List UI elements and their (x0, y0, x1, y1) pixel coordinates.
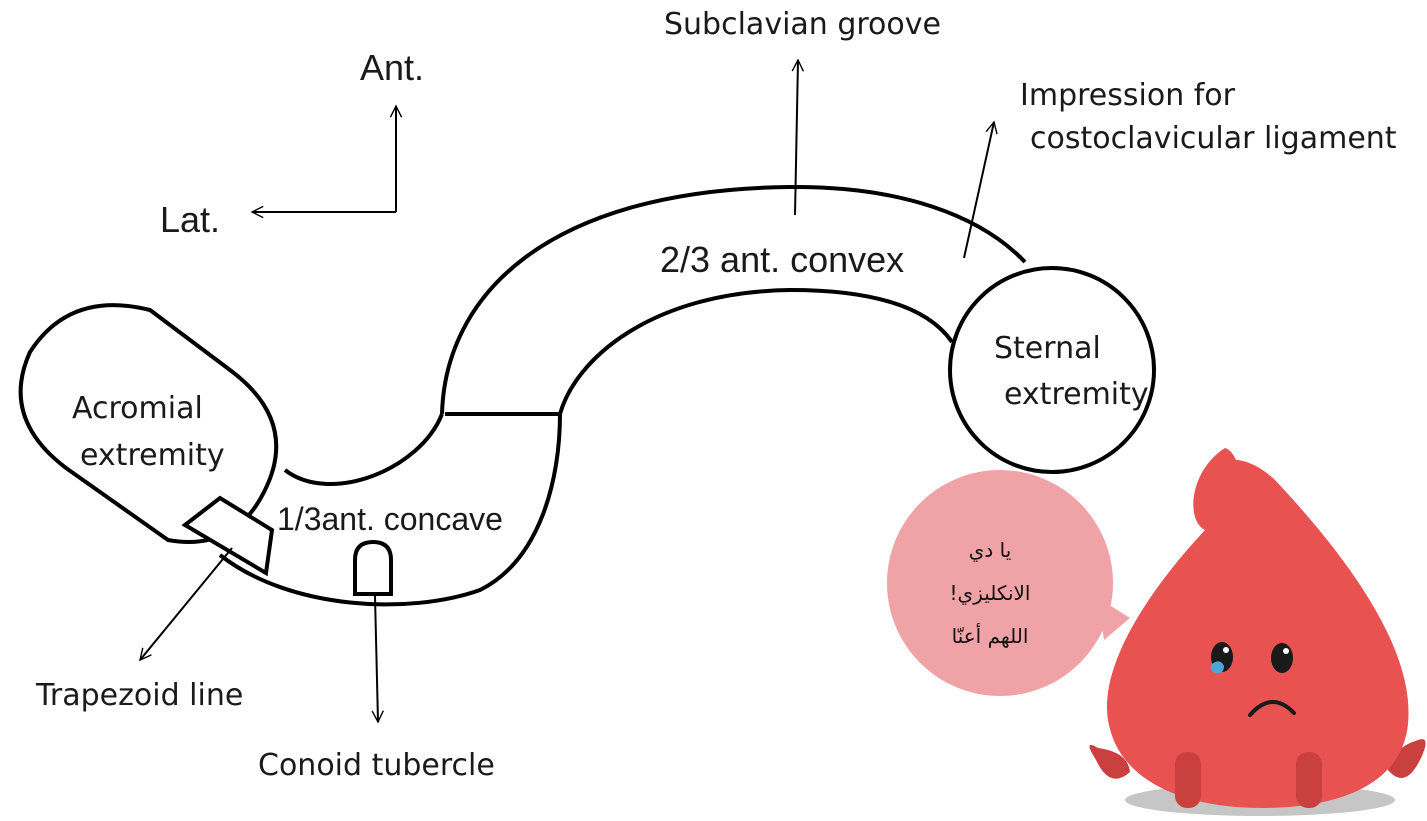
lateral-label: Lat. (160, 199, 220, 240)
mascot-left-arm (1089, 744, 1130, 779)
sternal-label-line1: Sternal (994, 331, 1101, 366)
anterior-concave-label: 1/3ant. concave (277, 501, 503, 537)
subclavian-groove-arrow (795, 60, 798, 216)
concave-outer-edge (218, 413, 562, 607)
mascot-left-eye-shine (1223, 647, 1229, 653)
impression-label-line1: Impression for (1020, 78, 1236, 113)
speech-bubble-circle (887, 470, 1113, 696)
impression-arrow (963, 122, 994, 259)
mascot-body (1106, 448, 1409, 808)
conoid-tubercle-arrow (375, 595, 378, 722)
conoid-tubercle-label: Conoid tubercle (258, 748, 495, 783)
subclavian-groove-label: Subclavian groove (664, 7, 941, 42)
convex-outer-edge (440, 184, 1027, 415)
orientation-axes: Ant. Lat. (160, 47, 424, 240)
impression-label-line2: costoclavicular ligament (1030, 121, 1397, 156)
mascot-right-eye-shine (1283, 648, 1289, 654)
anterior-convex-label: 2/3 ant. convex (660, 239, 904, 280)
speech-bubble: يا دي الانكليزي! اللهم أعنّا (887, 470, 1130, 696)
mascot-tear (1210, 661, 1224, 674)
acromial-label-line2: extremity (80, 438, 225, 473)
concave-inner-edge (283, 413, 444, 486)
mascot-right-foot (1296, 752, 1322, 808)
mascot-right-eye (1271, 643, 1293, 673)
trapezoid-line-label: Trapezoid line (35, 678, 243, 713)
speech-bubble-line3: اللهم أعنّا (952, 623, 1029, 648)
trapezoid-line-arrow (140, 547, 233, 660)
mascot-left-foot (1175, 752, 1201, 808)
anterior-label: Ant. (360, 47, 424, 88)
speech-bubble-line2: الانكليزي! (950, 581, 1031, 606)
acromial-label-line1: Acromial (72, 391, 203, 426)
sternal-label-line2: extremity (1004, 377, 1149, 412)
conoid-tubercle-marker (353, 539, 393, 596)
trapezoid-line-marker (181, 495, 275, 577)
mascot-right-arm (1388, 739, 1426, 778)
sternal-extremity (948, 266, 1156, 474)
convex-inner-edge (558, 287, 954, 415)
acromial-extremity (18, 303, 279, 544)
sad-drop-mascot-illustration (1089, 448, 1426, 816)
speech-bubble-line1: يا دي (969, 538, 1012, 563)
mascot-frown (1248, 700, 1296, 717)
clavicle-shape (18, 184, 1156, 607)
